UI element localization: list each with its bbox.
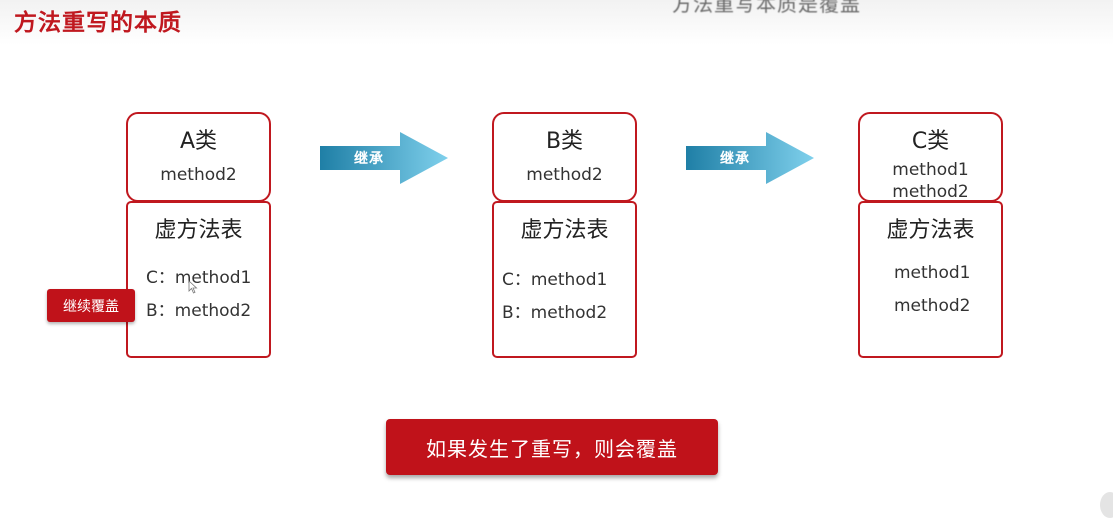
override-banner: 如果发生了重写，则会覆盖 [386,419,718,475]
class-a-vtable-title: 虚方法表 [154,218,243,243]
class-c-vtable-row: method1 [894,263,970,283]
vtable-method: method1 [530,270,608,290]
class-b-method: method2 [526,165,603,185]
vtable-prefix: B： [502,303,531,323]
class-c-box: C类 method1 method2 [858,112,1003,202]
class-c-vtable: 虚方法表 method1 method2 [858,201,1003,358]
vtable-method: method1 [894,263,971,283]
mouse-cursor-icon [188,280,198,294]
class-b-vtable-row: C：method1 [502,265,607,290]
class-c-vtable-title: 虚方法表 [886,218,975,243]
class-b-name: B类 [545,129,584,154]
class-c-name: C类 [911,129,950,154]
vtable-method: method1 [174,268,252,288]
class-a-name: A类 [179,129,218,154]
class-b-box: B类 method2 [492,112,637,202]
inherit-arrow-label: 继承 [354,151,384,167]
vtable-method: method2 [530,303,608,323]
page-title: 方法重写的本质 [14,10,182,36]
class-c-method: method2 [892,182,969,202]
class-a-method: method2 [160,165,237,185]
inherit-arrow-icon [320,132,448,184]
vtable-method: method2 [894,296,971,316]
class-a-vtable-row: C：method1 [146,263,251,288]
corner-decoration [1100,492,1113,518]
vtable-method: method2 [174,301,252,321]
subtitle-caption: 方法重写本质是覆盖 [672,0,861,16]
vtable-prefix: C： [502,270,531,290]
class-c-method: method1 [892,160,969,180]
vtable-prefix: C： [146,268,175,288]
inherit-arrow-label: 继承 [720,151,750,167]
class-c-vtable-row: method2 [894,296,970,316]
header-background [0,0,1113,45]
class-b-vtable: 虚方法表 C：method1 B：method2 [492,201,637,358]
continue-override-badge: 继续覆盖 [47,289,135,322]
class-b-vtable-title: 虚方法表 [520,218,609,243]
class-a-vtable: 虚方法表 C：method1 B：method2 [126,201,271,358]
class-b-vtable-row: B：method2 [502,298,607,323]
vtable-prefix: B： [146,301,175,321]
class-a-box: A类 method2 [126,112,271,202]
class-a-vtable-row: B：method2 [146,296,251,321]
inherit-arrow-icon [686,132,814,184]
